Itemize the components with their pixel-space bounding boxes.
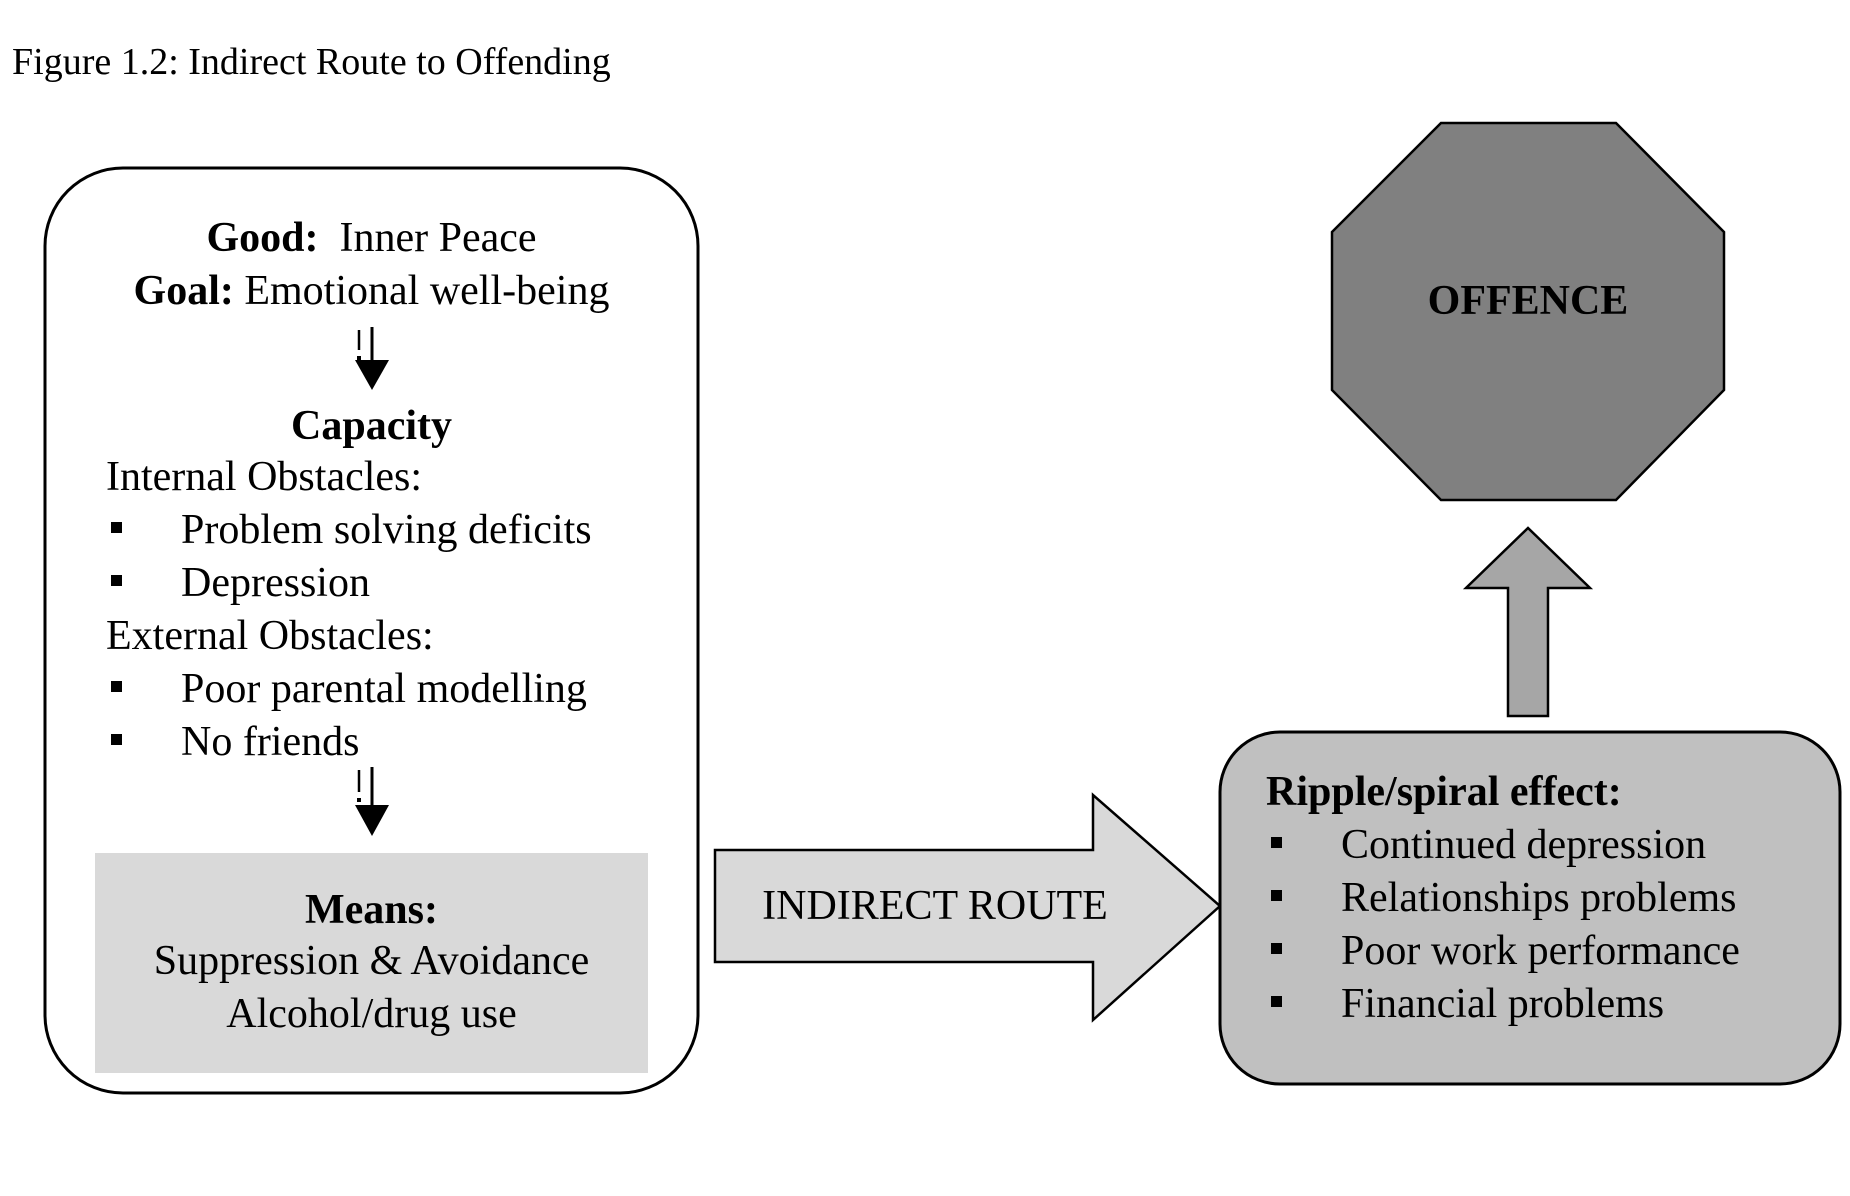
internal-item-2: Depression <box>181 560 370 606</box>
ripple-heading: Ripple/spiral effect: <box>1266 769 1622 815</box>
ripple-box <box>1218 730 1842 1086</box>
offence-octagon <box>1330 121 1726 502</box>
means-line-1: Suppression & Avoidance <box>153 938 590 984</box>
internal-obstacles-heading: Internal Obstacles: <box>106 454 423 500</box>
offence-label: OFFENCE <box>1427 278 1629 324</box>
external-obstacles-heading: External Obstacles: <box>106 613 434 659</box>
bullet-icon <box>111 681 122 692</box>
bullet-icon <box>111 575 122 586</box>
indirect-route-label: INDIRECT ROUTE <box>762 883 1108 929</box>
good-line: Good: Inner Peace <box>95 212 648 265</box>
ripple-item-4: Financial problems <box>1341 981 1665 1027</box>
goal-value: Emotional well-being <box>244 268 610 314</box>
internal-item-1: Problem solving deficits <box>181 507 592 553</box>
up-arrow <box>1462 526 1594 718</box>
down-arrow-icon-2 <box>355 767 389 836</box>
bullet-icon <box>1271 996 1282 1007</box>
indirect-route-arrow <box>713 792 1222 1023</box>
good-label: Good: <box>206 215 319 261</box>
external-item-1: Poor parental modelling <box>181 666 587 712</box>
bullet-icon <box>111 522 122 533</box>
means-label: Means: <box>305 887 438 933</box>
bullet-icon <box>1271 837 1282 848</box>
bullet-icon <box>1271 943 1282 954</box>
goal-label: Goal: <box>133 268 234 314</box>
good-value: Inner Peace <box>339 215 537 261</box>
capacity-heading: Capacity <box>291 403 452 449</box>
ripple-item-2: Relationships problems <box>1341 875 1737 921</box>
bullet-icon <box>1271 890 1282 901</box>
means-line-2: Alcohol/drug use <box>226 991 517 1037</box>
ripple-item-1: Continued depression <box>1341 822 1707 868</box>
bullet-icon <box>111 734 122 745</box>
means-box <box>95 853 648 1073</box>
external-item-2: No friends <box>181 719 360 765</box>
down-arrow-icon-1 <box>355 327 389 390</box>
ripple-item-3: Poor work performance <box>1341 928 1740 974</box>
goal-line: Goal: Emotional well-being <box>95 265 648 318</box>
figure-title: Figure 1.2: Indirect Route to Offending <box>12 41 611 83</box>
